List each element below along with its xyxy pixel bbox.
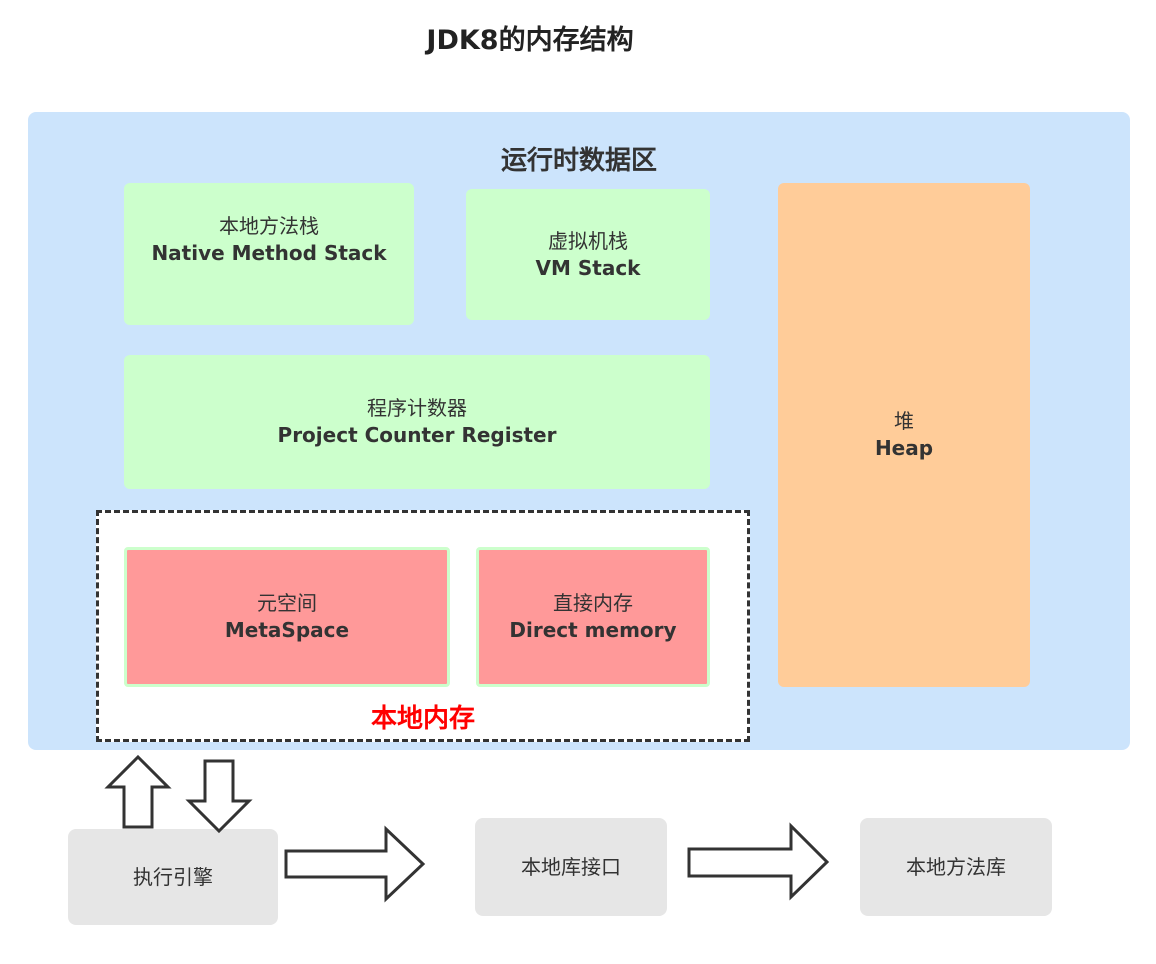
program-counter-box: 程序计数器 Project Counter Register — [124, 355, 710, 489]
native-method-stack-cn: 本地方法栈 — [219, 214, 319, 238]
metaspace-box: 元空间 MetaSpace — [124, 547, 450, 687]
metaspace-cn: 元空间 — [257, 591, 317, 615]
native-library-interface-label: 本地库接口 — [521, 854, 621, 879]
diagram-title: JDK8的内存结构 — [426, 25, 634, 56]
native-method-library-label: 本地方法库 — [906, 854, 1006, 879]
program-counter-en: Project Counter Register — [277, 423, 557, 447]
right-arrow-icon — [687, 822, 830, 901]
vm-stack-cn: 虚拟机栈 — [548, 228, 628, 253]
vm-stack-en: VM Stack — [535, 255, 641, 280]
native-method-stack-box: 本地方法栈 Native Method Stack — [124, 183, 414, 325]
direct-memory-box: 直接内存 Direct memory — [476, 547, 710, 687]
up-arrow-icon — [104, 754, 172, 829]
vm-stack-box: 虚拟机栈 VM Stack — [466, 189, 710, 320]
right-arrow-icon — [284, 825, 426, 903]
execution-engine-box: 执行引擎 — [68, 829, 278, 925]
native-library-interface-box: 本地库接口 — [475, 818, 667, 916]
heap-box: 堆 Heap — [778, 183, 1030, 687]
native-method-library-box: 本地方法库 — [860, 818, 1052, 916]
program-counter-cn: 程序计数器 — [367, 396, 467, 420]
direct-memory-en: Direct memory — [509, 618, 677, 642]
native-memory-label: 本地内存 — [370, 704, 475, 734]
direct-memory-cn: 直接内存 — [553, 591, 633, 615]
metaspace-en: MetaSpace — [224, 618, 350, 642]
native-method-stack-en: Native Method Stack — [151, 241, 387, 265]
down-arrow-icon — [185, 759, 253, 834]
execution-engine-label: 执行引擎 — [133, 864, 213, 889]
heap-cn: 堆 — [894, 409, 914, 433]
heap-en: Heap — [874, 436, 934, 460]
runtime-data-area-title: 运行时数据区 — [500, 146, 657, 176]
